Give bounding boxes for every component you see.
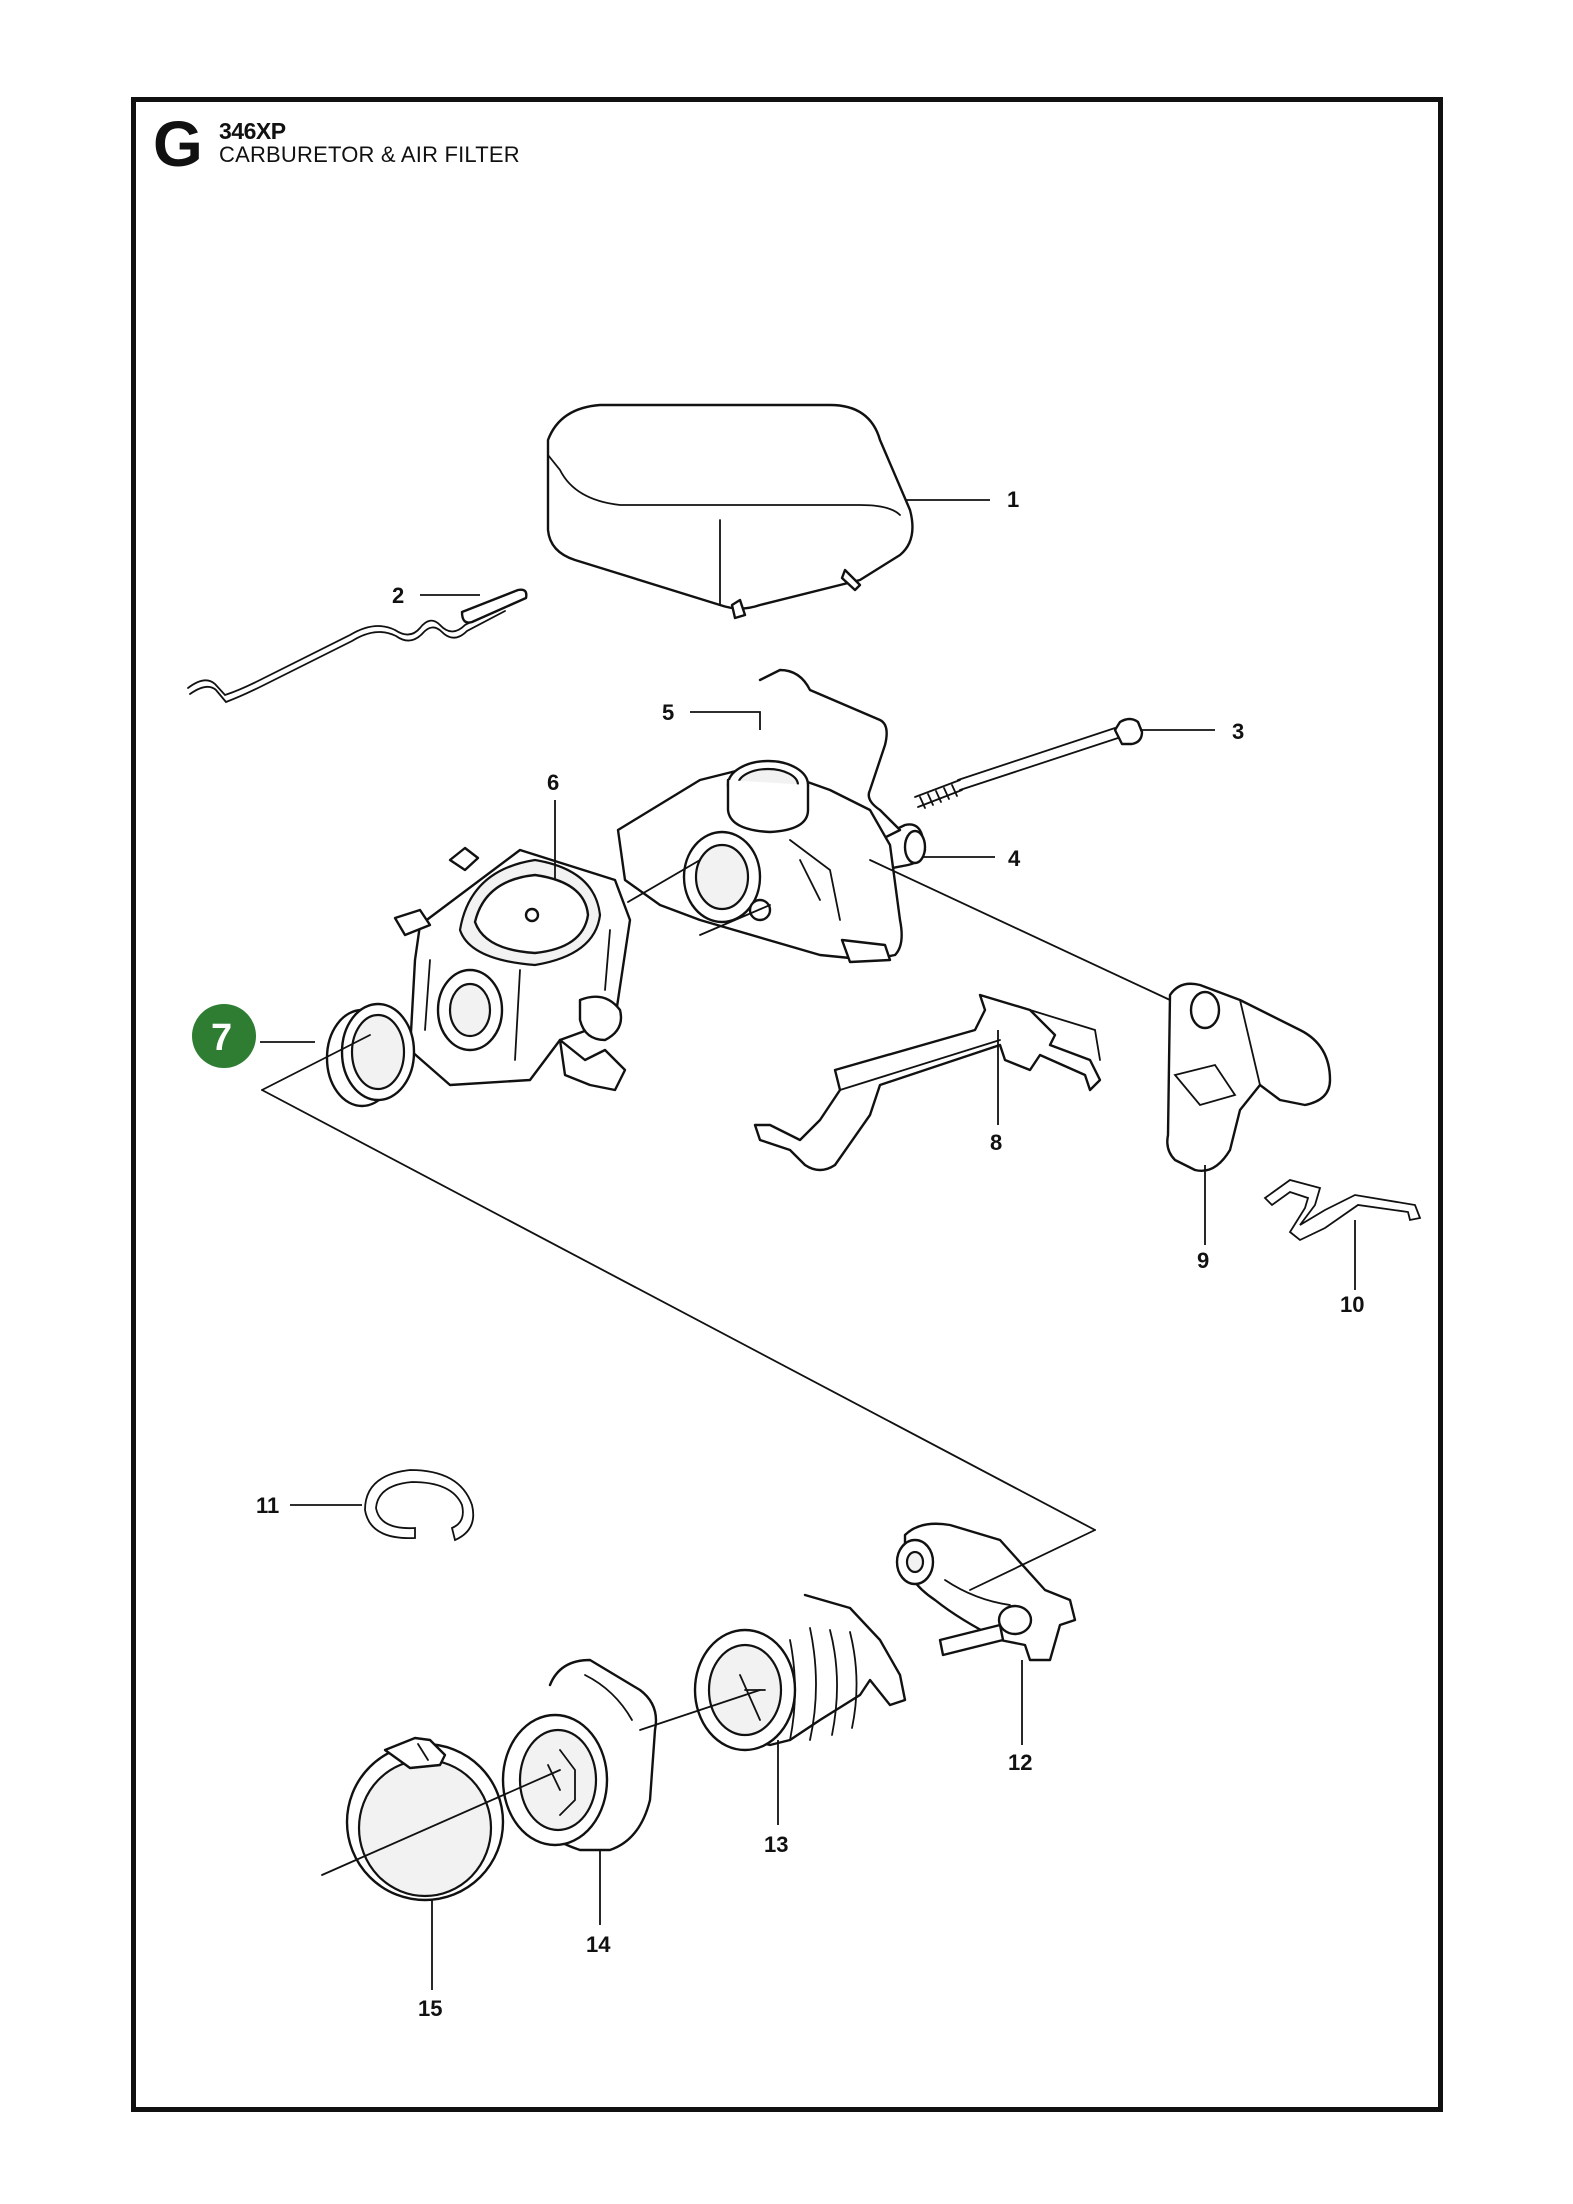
part-11-circlip[interactable] — [364, 1469, 475, 1542]
part-12-hose-clamp[interactable] — [895, 1522, 1077, 1662]
part-7-seal-ring[interactable] — [325, 1002, 416, 1108]
callout-13[interactable]: 13 — [764, 1832, 788, 1857]
callout-11[interactable]: 11 — [256, 1493, 279, 1518]
callout-14[interactable]: 14 — [586, 1932, 611, 1957]
part-6-carburetor[interactable] — [393, 846, 632, 1092]
callout-9[interactable]: 9 — [1197, 1248, 1209, 1273]
part-9-filter-bracket[interactable] — [1166, 982, 1332, 1172]
leader-lines — [260, 499, 1356, 1990]
part-13-intake-boot[interactable] — [693, 1593, 907, 1752]
part-8-throttle-lever[interactable] — [753, 993, 1102, 1172]
callout-5[interactable]: 5 — [662, 700, 674, 725]
callout-7: 7 — [211, 1017, 232, 1059]
highlight-circle — [192, 1004, 256, 1068]
section-letter: G — [153, 108, 203, 180]
diagram-title: CARBURETOR & AIR FILTER — [219, 142, 520, 167]
part-3-bolt[interactable] — [914, 717, 1144, 809]
callout-6[interactable]: 6 — [547, 770, 559, 795]
callout-15[interactable]: 15 — [418, 1996, 442, 2021]
callout-2[interactable]: 2 — [392, 583, 404, 608]
model-number: 346XP — [219, 118, 286, 144]
assembly-lines — [261, 859, 1171, 1876]
callout-1[interactable]: 1 — [1007, 487, 1019, 512]
callout-labels: 1 2 3 4 5 6 7 8 9 10 11 12 13 14 15 — [192, 487, 1364, 2021]
part-14-intake-flange[interactable] — [501, 1658, 658, 1852]
callout-4[interactable]: 4 — [1008, 846, 1021, 871]
part-1-air-filter-cover[interactable] — [546, 403, 914, 620]
callout-8[interactable]: 8 — [990, 1130, 1002, 1155]
part-10-spring-clip[interactable] — [1263, 1179, 1422, 1242]
callout-12[interactable]: 12 — [1008, 1750, 1032, 1775]
page-frame — [131, 97, 1443, 2112]
part-2-choke-rod[interactable] — [187, 588, 528, 704]
part-15-clamp-ring[interactable] — [345, 1736, 505, 1902]
callout-3[interactable]: 3 — [1232, 719, 1244, 744]
callout-10[interactable]: 10 — [1340, 1292, 1364, 1317]
part-5-carburetor-housing[interactable] — [616, 668, 903, 964]
callout-7-highlight[interactable]: 7 — [192, 1004, 256, 1068]
